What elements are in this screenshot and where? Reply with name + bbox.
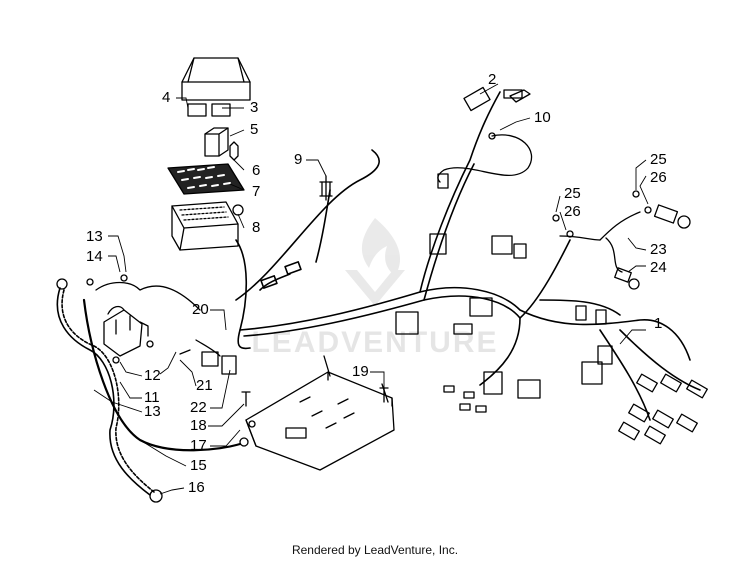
fuse-box-cover [181,57,251,117]
callout-1: 1 [654,315,662,332]
callout-17: 17 [190,437,207,454]
callout-labels: 1 2 3 4 5 6 7 8 9 10 11 12 13 13 14 15 1… [86,71,667,496]
callout-14: 14 [86,248,103,265]
callout-5: 5 [250,121,258,138]
mounting-plate [245,355,395,471]
relay [204,127,239,161]
clip-2 [509,89,531,103]
callout-13a: 13 [86,228,103,245]
harness-connectors [395,86,708,445]
callout-9: 9 [294,151,302,168]
callout-19: 19 [352,363,369,380]
callout-24: 24 [650,259,667,276]
screw-18 [241,391,251,407]
callout-12: 12 [144,367,161,384]
callout-10: 10 [534,109,551,126]
leader-lines [93,83,649,495]
callout-25a: 25 [650,151,667,168]
fuse-panel [167,163,245,195]
footer-credit: Rendered by LeadVenture, Inc. [291,543,459,557]
callout-3: 3 [250,99,258,116]
callout-20: 20 [192,301,209,318]
callout-15: 15 [190,457,207,474]
battery-cables [56,274,249,503]
main-harness [235,91,701,421]
callout-25b: 25 [564,185,581,202]
callout-6: 6 [252,162,260,179]
callout-11: 11 [144,389,160,406]
starter-solenoid [103,305,154,364]
callout-7: 7 [252,183,260,200]
sensor-23 [552,190,691,290]
callout-26b: 26 [564,203,581,220]
callout-2: 2 [488,71,496,88]
callout-18: 18 [190,417,207,434]
callout-22: 22 [190,399,207,416]
callout-4: 4 [162,89,170,106]
sensor-9 [319,175,333,201]
watermark-text: LEADVENTURE [251,326,498,359]
ground-wire [437,134,533,183]
callout-26a: 26 [650,169,667,186]
watermark: LEADVENTURE [251,218,498,359]
callout-13b: 13 [144,403,161,420]
callout-21: 21 [196,377,213,394]
callout-23: 23 [650,241,667,258]
callout-8: 8 [252,219,260,236]
callout-16: 16 [188,479,205,496]
fuse-block [171,201,244,251]
